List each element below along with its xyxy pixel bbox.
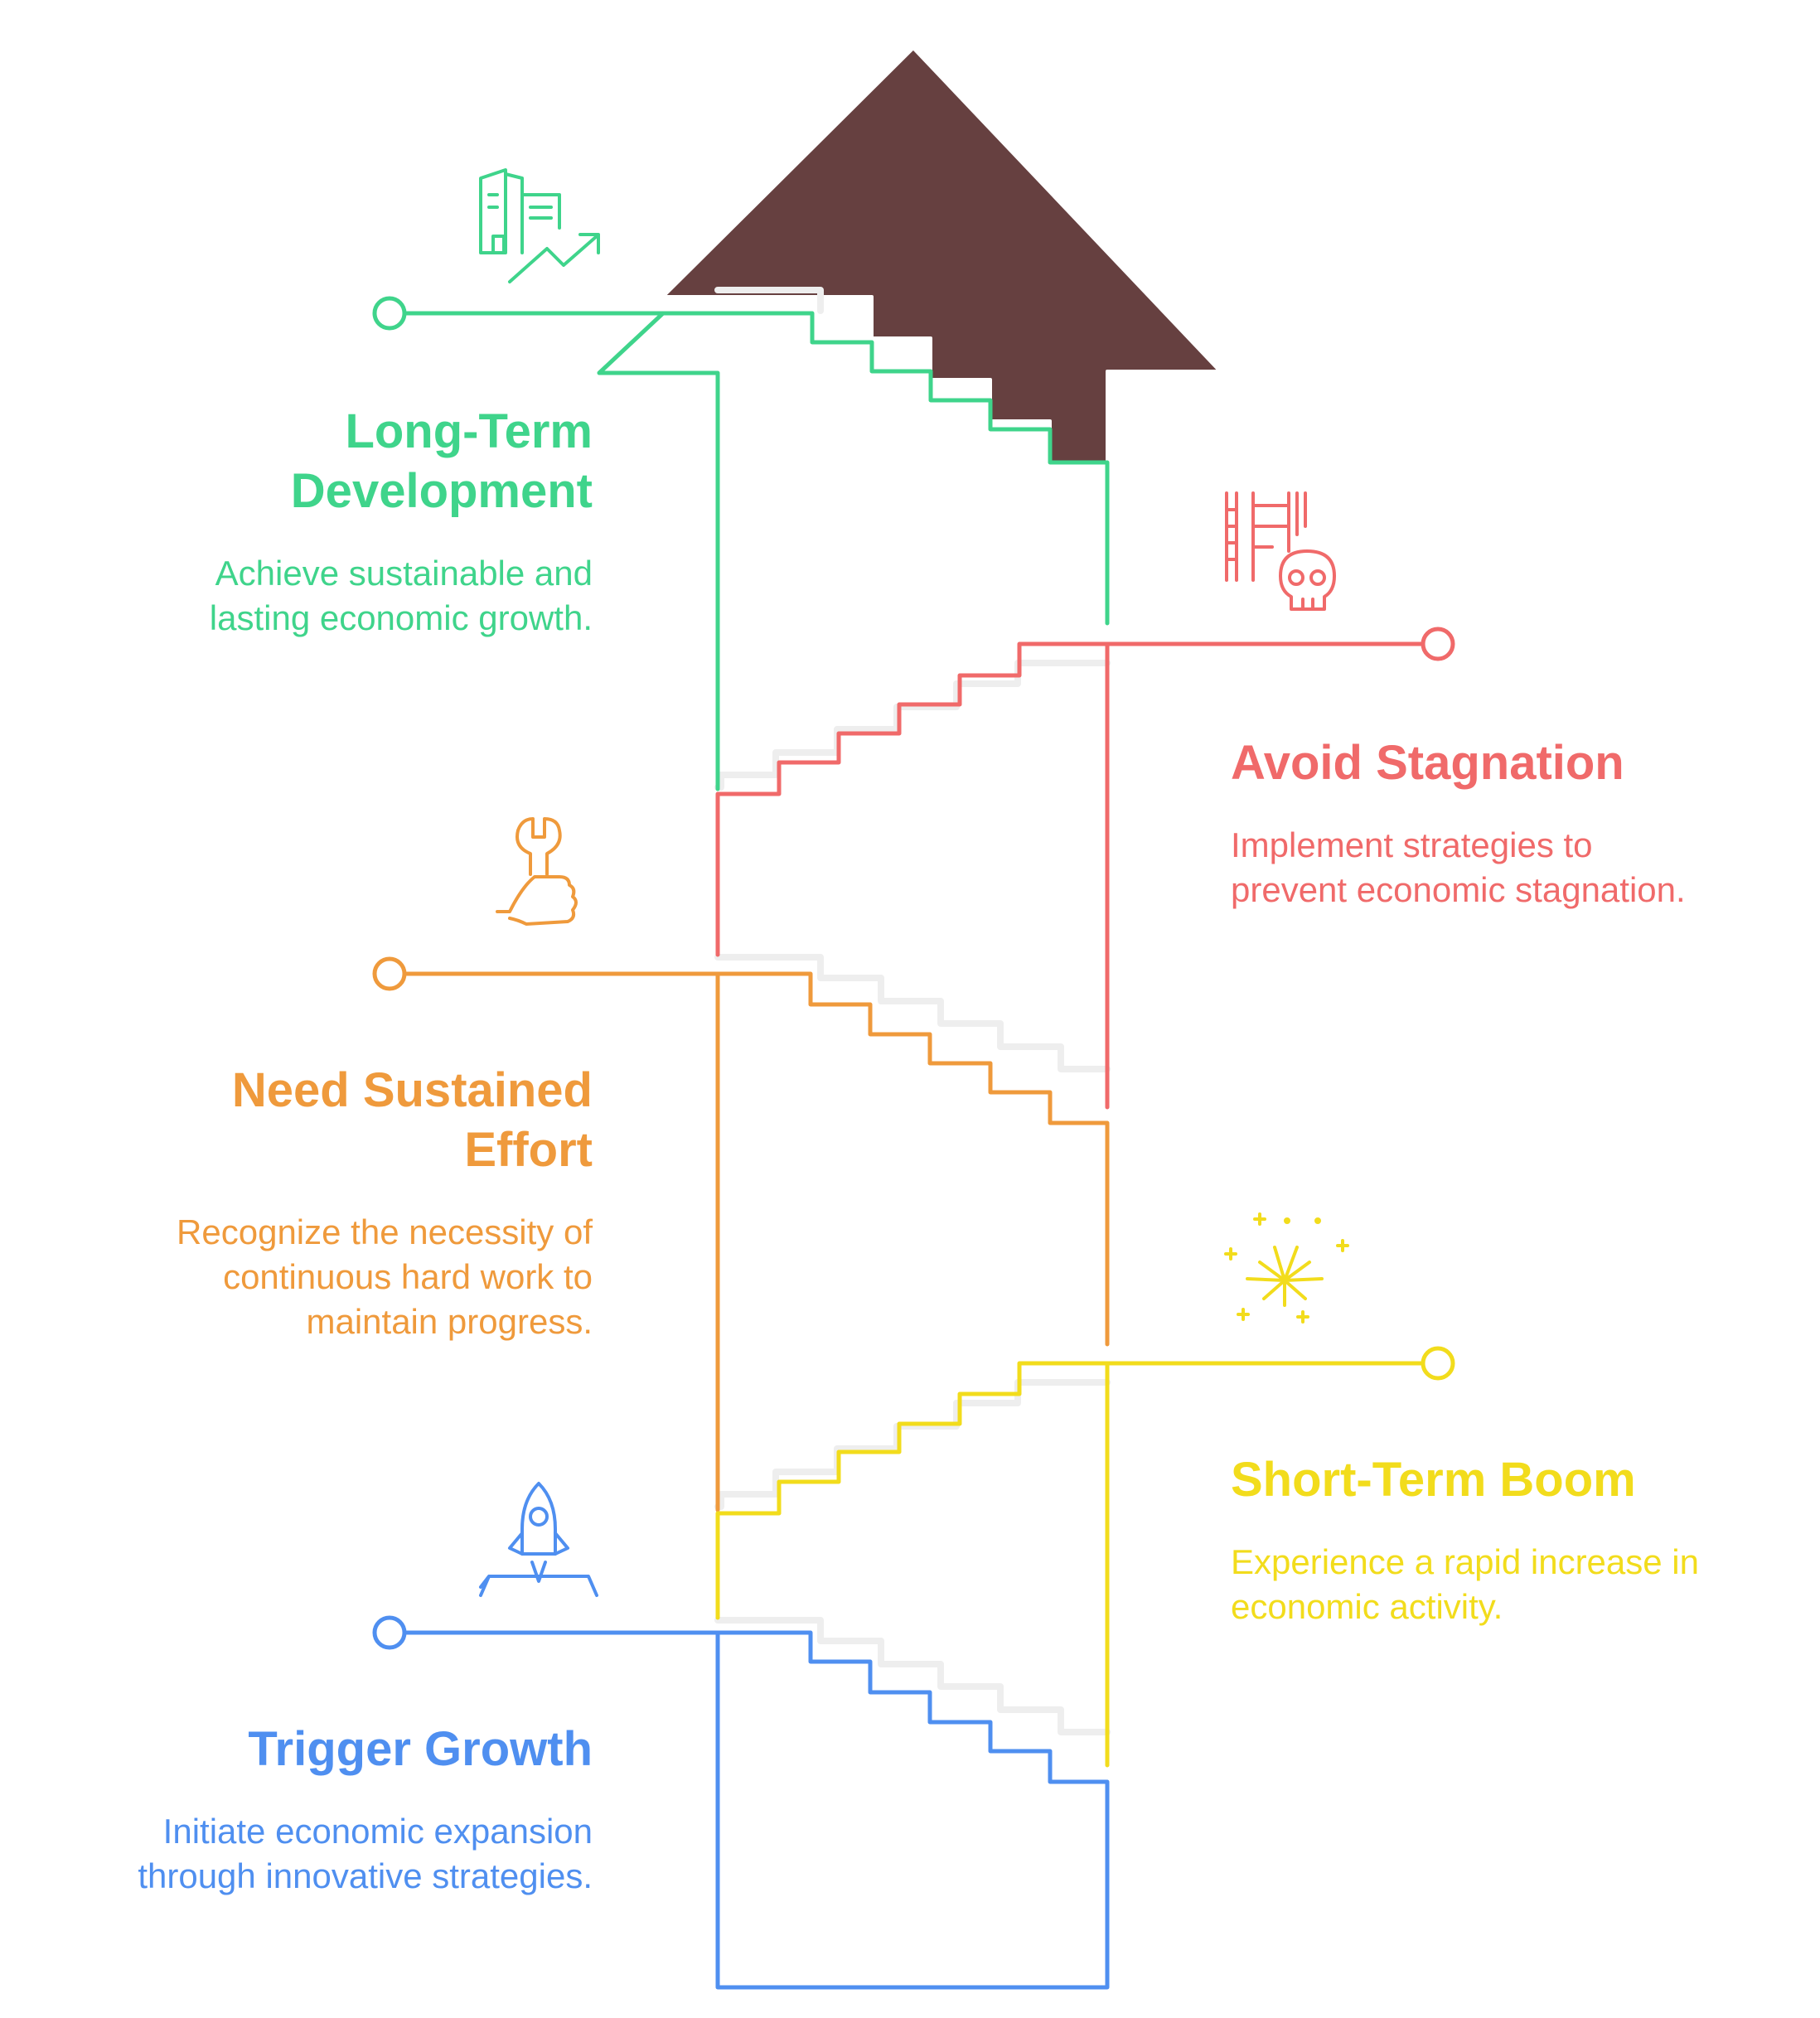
step-title: Trigger Growth — [248, 1722, 593, 1776]
connector-trigger-growth — [372, 1615, 1110, 1990]
film-skull-icon — [1225, 491, 1336, 611]
step-title: Need Sustained Effort — [231, 1063, 593, 1177]
step-title: Avoid Stagnation — [1231, 736, 1624, 790]
step-description: Experience a rapid increase in economic … — [1231, 1542, 1699, 1626]
connector-avoid-stagnation — [715, 627, 1455, 1110]
rocket-launch-icon — [479, 1482, 598, 1597]
step-avoid-stagnation: Avoid Stagnation Implement strategies to… — [1231, 733, 1707, 912]
fireworks-icon — [1224, 1212, 1349, 1324]
step-description: Achieve sustainable and lasting economic… — [209, 554, 593, 637]
step-trigger-growth: Trigger Growth Initiate economic expansi… — [116, 1720, 593, 1899]
connector-short-term-boom — [715, 1346, 1455, 1768]
step-description: Recognize the necessity of continuous ha… — [177, 1212, 593, 1341]
wrench-thumbs-up-icon — [496, 817, 578, 926]
step-description: Implement strategies to prevent economic… — [1231, 825, 1686, 909]
step-title: Short-Term Boom — [1231, 1453, 1636, 1507]
step-long-term-development: Long-Term Development Achieve sustainabl… — [116, 402, 593, 641]
step-need-sustained-effort: Need Sustained Effort Recognize the nece… — [116, 1061, 593, 1344]
buildings-growth-icon — [479, 168, 600, 283]
connector-long-term-development — [372, 296, 1110, 791]
step-description: Initiate economic expansion through inno… — [138, 1812, 593, 1895]
connector-need-sustained-effort — [372, 956, 1110, 1512]
step-title: Long-Term Development — [290, 404, 593, 518]
arrow-head — [661, 46, 1222, 464]
step-shadows — [714, 287, 1111, 1735]
step-short-term-boom: Short-Term Boom Experience a rapid incre… — [1231, 1450, 1707, 1629]
